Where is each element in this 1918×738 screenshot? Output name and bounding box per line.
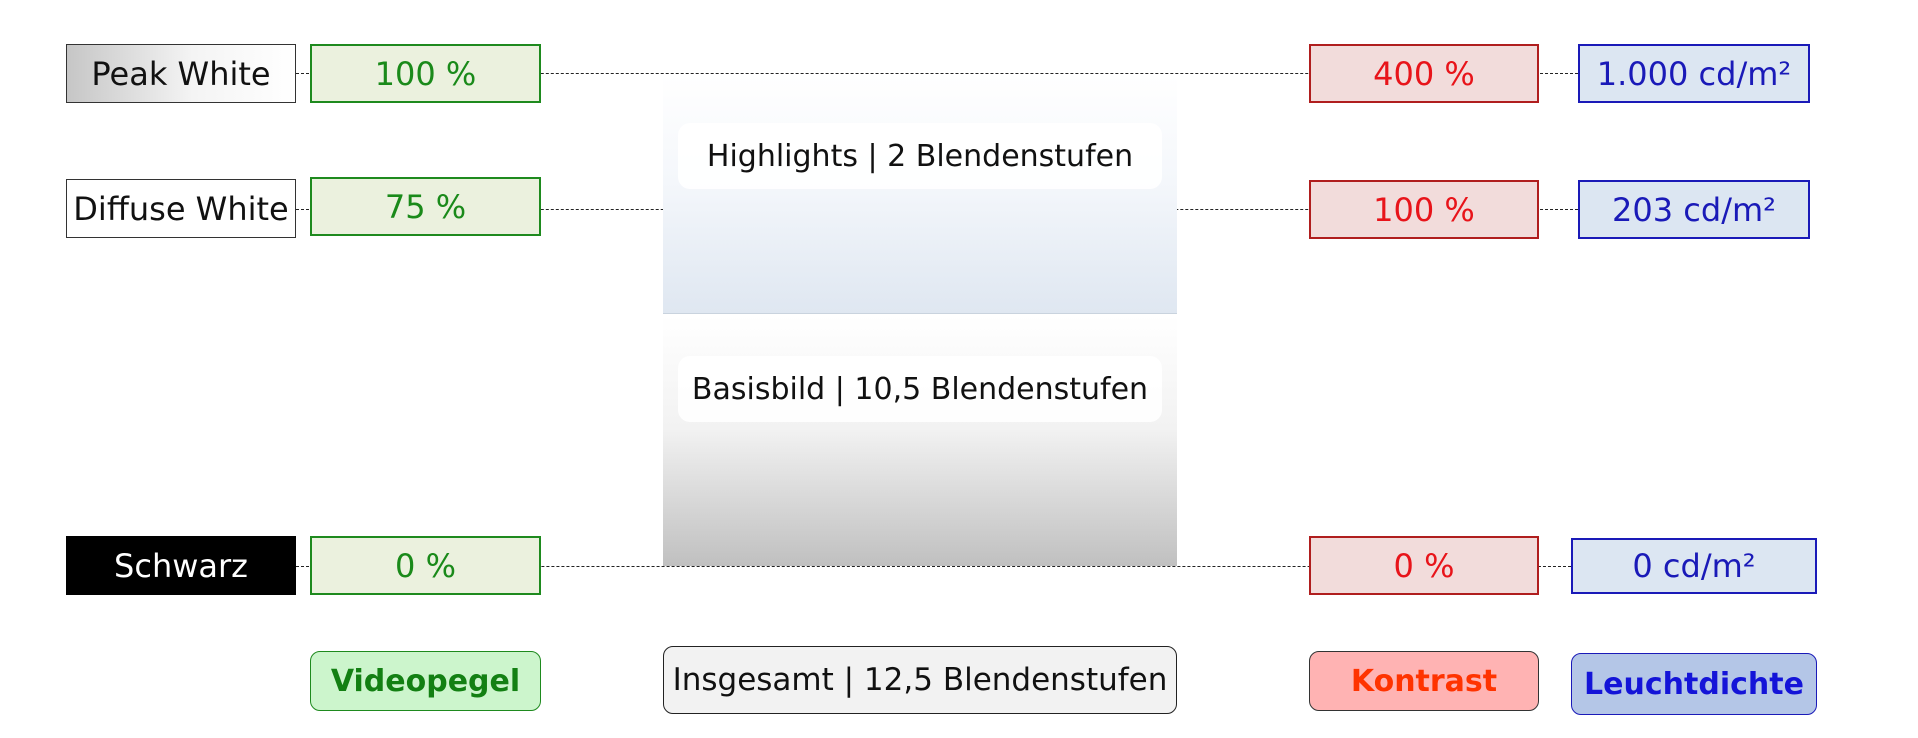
luminance-diffuse-white: 203 cd/m² (1578, 180, 1810, 239)
base-image-zone-label: Basisbild | 10,5 Blendenstufen (678, 356, 1162, 422)
luminance-peak-white: 1.000 cd/m² (1578, 44, 1810, 103)
level-label-diffuse-white: Diffuse White (66, 179, 296, 238)
level-label-peak-white: Peak White (66, 44, 296, 103)
contrast-diffuse-white: 100 % (1309, 180, 1539, 239)
level-label-black: Schwarz (66, 536, 296, 595)
highlights-zone-label: Highlights | 2 Blendenstufen (678, 123, 1162, 189)
base-image-zone: Basisbild | 10,5 Blendenstufen (663, 316, 1177, 566)
video-level-diffuse-white: 75 % (310, 177, 541, 236)
video-level-black: 0 % (310, 536, 541, 595)
black-connector-line (296, 566, 1571, 567)
peak-white-connector-line (296, 73, 1578, 74)
legend-contrast: Kontrast (1309, 651, 1539, 711)
highlights-zone: Highlights | 2 Blendenstufen (663, 75, 1177, 314)
legend-luminance: Leuchtdichte (1571, 653, 1817, 715)
legend-video-level: Videopegel (310, 651, 541, 711)
video-level-peak-white: 100 % (310, 44, 541, 103)
contrast-black: 0 % (1309, 536, 1539, 595)
luminance-black: 0 cd/m² (1571, 538, 1817, 594)
legend-total-stops: Insgesamt | 12,5 Blendenstufen (663, 646, 1177, 714)
contrast-peak-white: 400 % (1309, 44, 1539, 103)
